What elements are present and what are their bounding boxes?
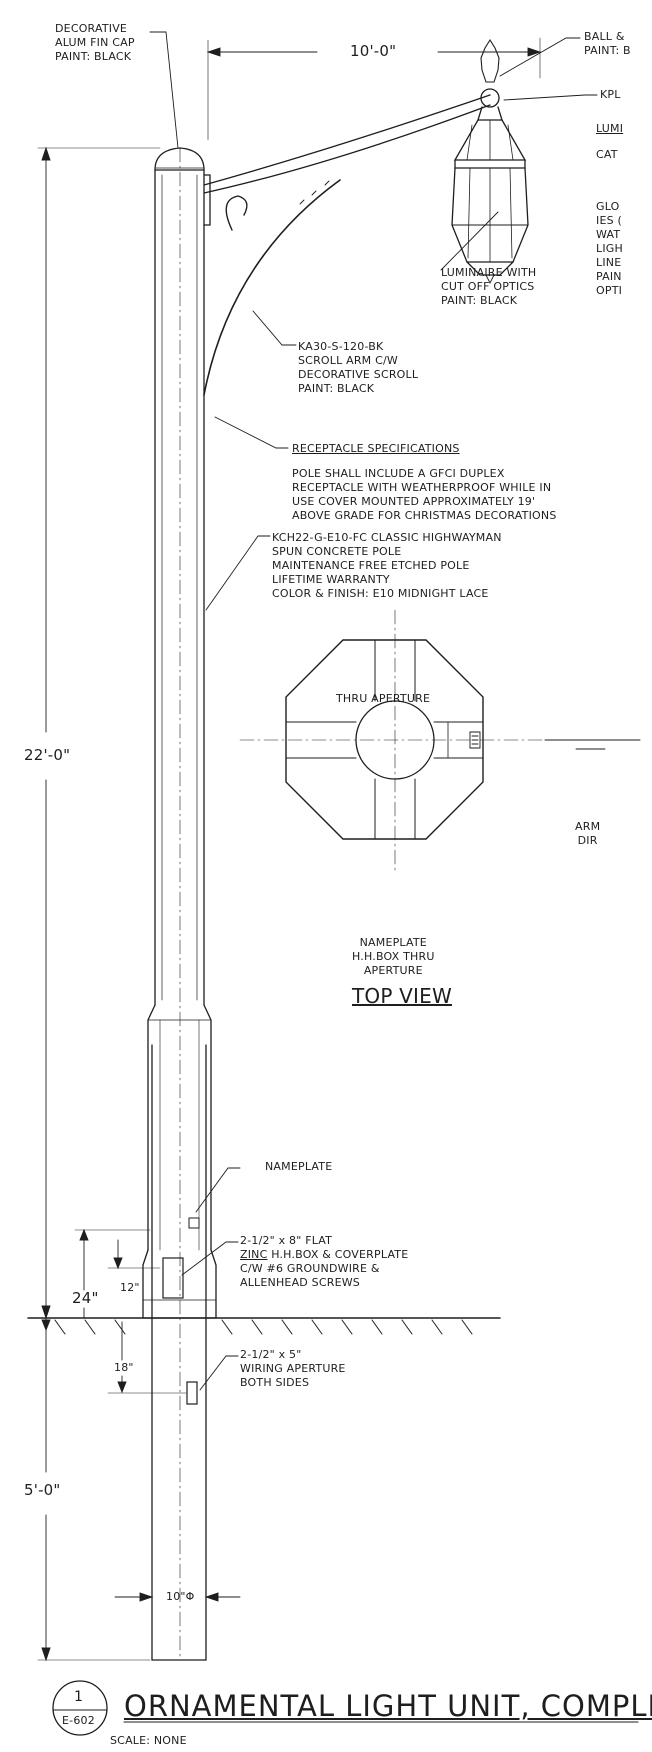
dimension-lines: [37, 37, 542, 1662]
receptacle-spec-header: RECEPTACLE SPECIFICATIONS: [292, 442, 460, 455]
ball-finial-note: BALL & PAINT: B: [584, 30, 631, 57]
arm-dir-label: ARM DIR: [575, 820, 601, 847]
luminaire-note: LUMINAIRE WITH CUT OFF OPTICS PAINT: BLA…: [441, 266, 537, 307]
nameplate-hhbox-label: NAMEPLATE H.H.BOX THRU APERTURE: [352, 936, 435, 977]
dim-pole-height: 22'-0": [24, 746, 71, 764]
pole-base: [142, 1004, 217, 1661]
top-view-octagon: [239, 609, 641, 871]
dim-box-height: 24": [72, 1289, 99, 1307]
dim-box-offset: 12": [120, 1281, 140, 1294]
pole-shaft: [151, 147, 207, 1661]
luminaire-lantern: [451, 38, 529, 285]
detail-number: 1: [74, 1689, 84, 1705]
luminaire-spec-lines: GLO IES ( WAT LIGH LINE PAIN OPTI: [596, 200, 623, 297]
dim-embed-depth: 5'-0": [24, 1481, 61, 1499]
sheet-number: E-602: [62, 1714, 95, 1727]
luminaire-spec-header: LUMI: [596, 122, 624, 135]
grade-line: [27, 1317, 501, 1335]
nameplate-note: NAMEPLATE: [265, 1160, 333, 1173]
leader-lines: [149, 31, 598, 1391]
wiring-aperture-note: 2-1/2" x 5" WIRING APERTURE BOTH SIDES: [240, 1348, 346, 1389]
title-bubble: [52, 1680, 639, 1736]
nameplate-mark: [188, 1217, 200, 1229]
pole-note: KCH22-G-E10-FC CLASSIC HIGHWAYMAN SPUN C…: [272, 531, 502, 600]
dim-pole-dia: 10"Φ: [166, 1590, 195, 1603]
top-view-title: TOP VIEW: [352, 984, 452, 1008]
scroll-arm-note: KA30-S-120-BK SCROLL ARM C/W DECORATIVE …: [298, 340, 419, 395]
handhole-box: [162, 1257, 184, 1299]
dim-arm-length: 10'-0": [350, 42, 397, 60]
receptacle-note: POLE SHALL INCLUDE A GFCI DUPLEX RECEPTA…: [292, 467, 557, 522]
drawing-title: ORNAMENTAL LIGHT UNIT, COMPLETE: [124, 1689, 652, 1723]
wiring-aperture: [186, 1381, 198, 1405]
hhbox-note: 2-1/2" x 8" FLAT ZINC H.H.BOX & COVERPLA…: [240, 1234, 409, 1289]
dim-below-grade-aperture: 18": [114, 1361, 134, 1374]
scroll-arm: [203, 94, 491, 396]
drawing-scale: SCALE: NONE: [110, 1734, 187, 1747]
kpl-note: KPL: [600, 88, 621, 101]
thru-aperture-label: THRU APERTURE: [336, 692, 431, 705]
fin-cap-note: DECORATIVE ALUM FIN CAP PAINT: BLACK: [55, 22, 135, 63]
luminaire-cat: CAT: [596, 148, 618, 161]
